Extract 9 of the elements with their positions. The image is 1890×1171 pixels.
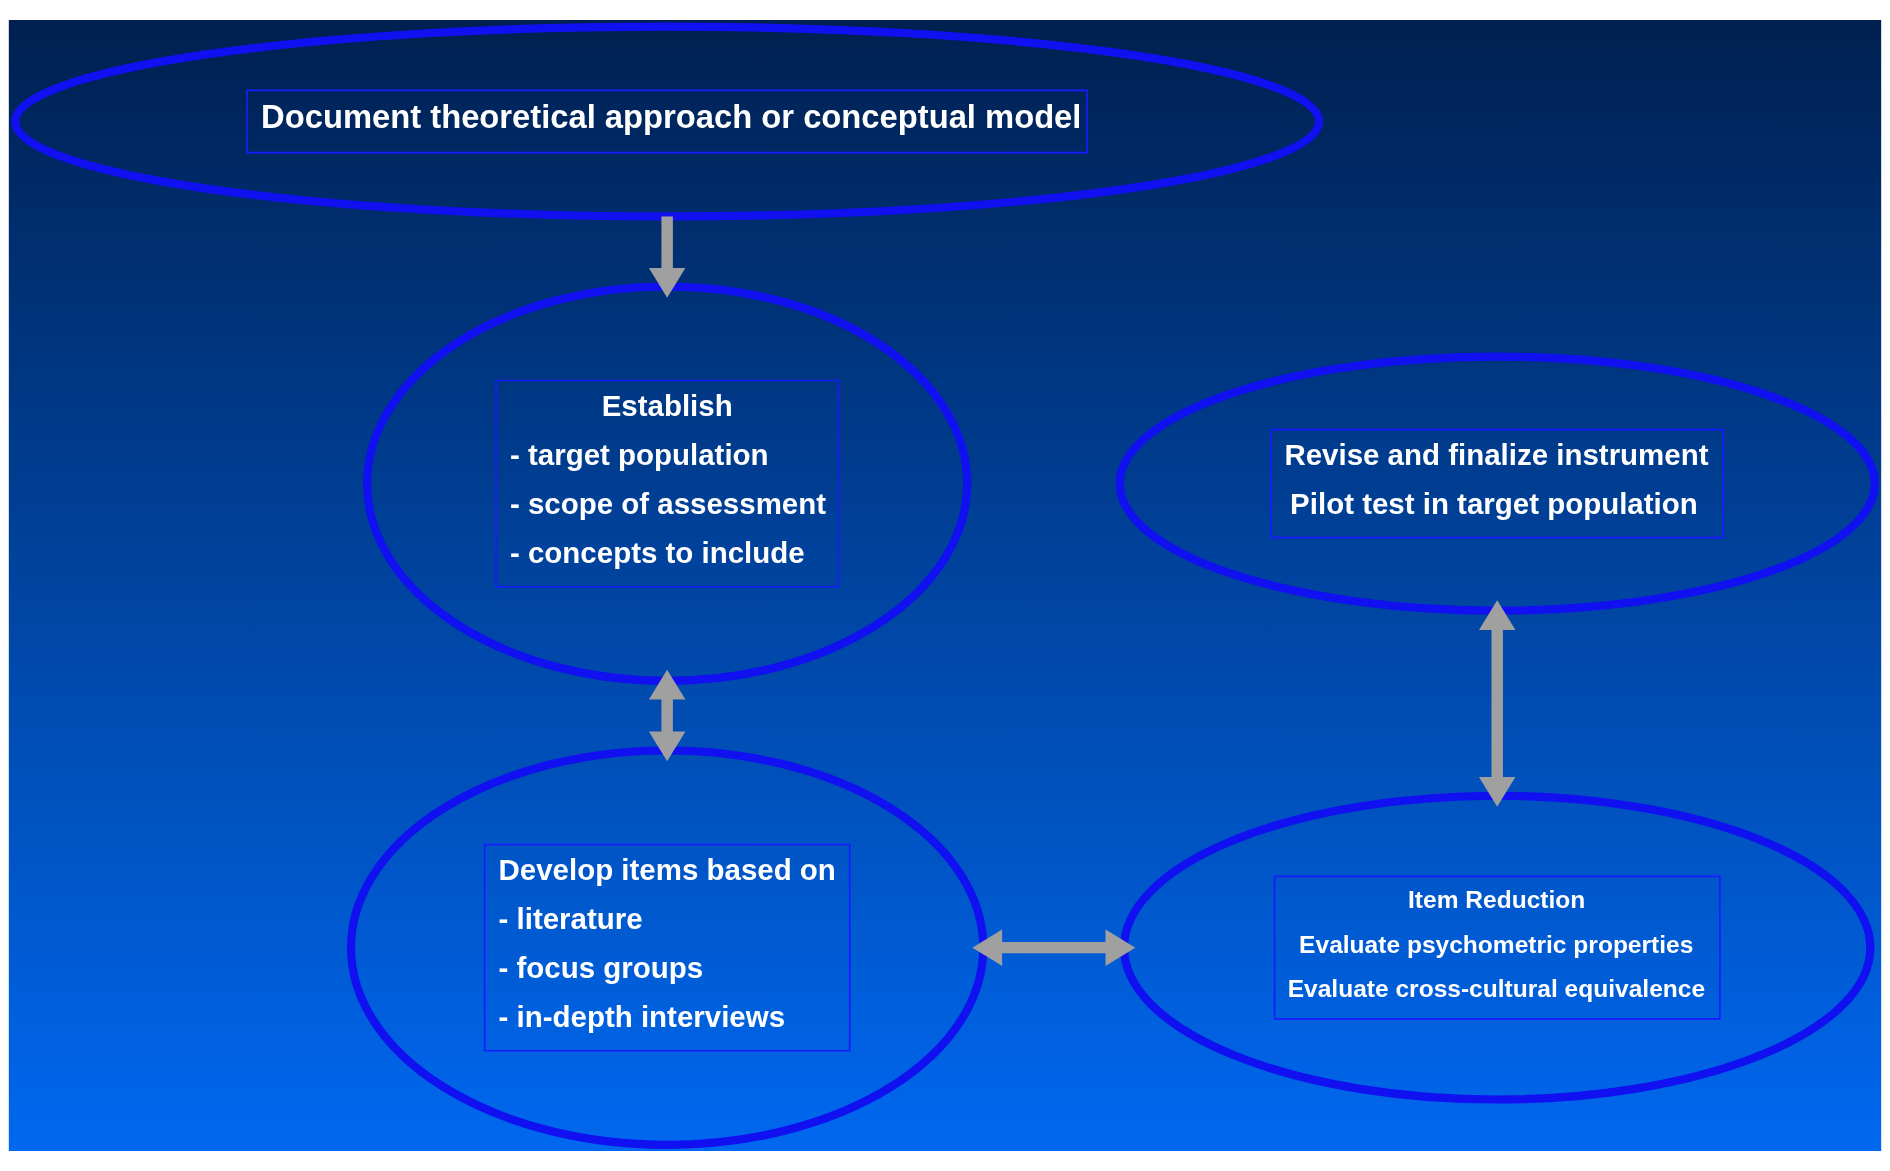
node-ellipse: Document theoretical approach or conceptual model (11, 22, 1324, 221)
node-ellipse: Develop items based on - literature - focus groups - in-depth interviews (346, 746, 988, 1149)
arrow (972, 929, 1136, 966)
arrow (648, 669, 686, 762)
node-ellipse: Item Reduction Evaluate psychometric properties Evaluate cross-cultural equivalence (1120, 791, 1875, 1104)
arrow (648, 216, 686, 298)
node-ellipse: Establish - target population - scope of assessment - concepts to include (362, 282, 972, 685)
arrow (1478, 600, 1516, 807)
node-ellipse: Revise and finalize instrument Pilot test in target population (1115, 352, 1879, 615)
